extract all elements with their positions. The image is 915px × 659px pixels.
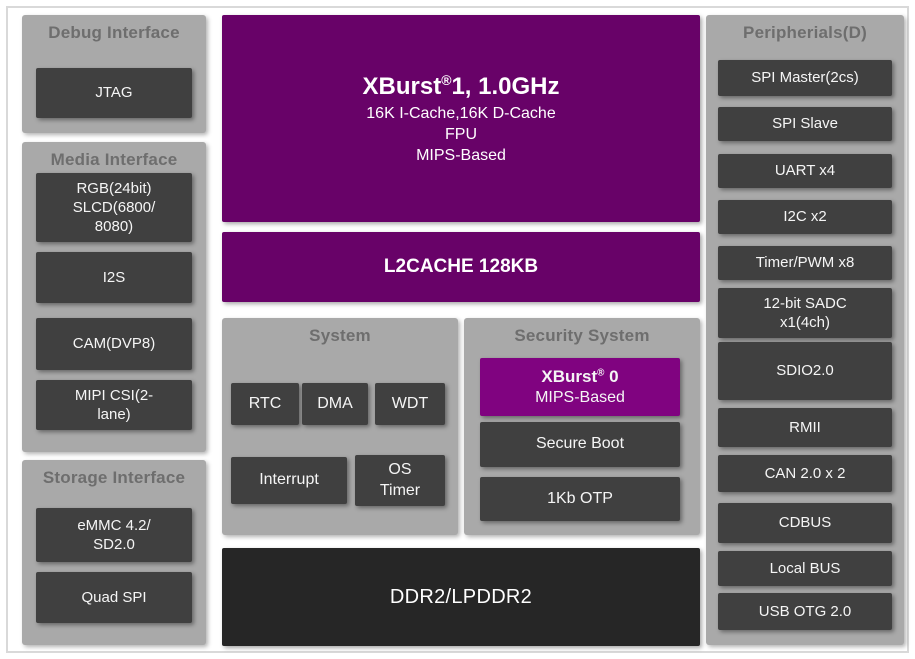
block-l2cache: L2CACHE 128KB: [222, 232, 700, 302]
panel-title: Media Interface: [50, 150, 178, 169]
block-spi-master: SPI Master(2cs): [718, 60, 892, 96]
panel-system: System RTC DMA WDT Interrupt OS Timer: [222, 318, 458, 535]
block-sadc: 12-bit SADC x1(4ch): [718, 288, 892, 338]
block-local-bus: Local BUS: [718, 551, 892, 586]
block-spi-slave: SPI Slave: [718, 107, 892, 141]
block-uart: UART x4: [718, 154, 892, 188]
block-quad-spi: Quad SPI: [36, 572, 192, 623]
block-ddr2-lpddr2: DDR2/LPDDR2: [222, 548, 700, 646]
cpu-cache-line: 16K I-Cache,16K D-Cache: [366, 105, 556, 123]
block-1kb-otp: 1Kb OTP: [480, 477, 680, 521]
panel-title: System: [309, 326, 371, 345]
panel-storage-interface: Storage Interface eMMC 4.2/ SD2.0 Quad S…: [22, 460, 206, 645]
block-sdio: SDIO2.0: [718, 342, 892, 400]
block-i2c: I2C x2: [718, 200, 892, 234]
block-secure-boot: Secure Boot: [480, 422, 680, 467]
block-rtc: RTC: [231, 383, 299, 425]
block-jtag: JTAG: [36, 68, 192, 118]
panel-media-interface: Media Interface RGB(24bit) SLCD(6800/ 80…: [22, 142, 206, 452]
security-cpu-title: XBurst® 0: [541, 366, 619, 386]
block-dma: DMA: [302, 383, 368, 425]
block-os-timer: OS Timer: [355, 455, 445, 506]
panel-security-system: Security System XBurst® 0 MIPS-Based Sec…: [464, 318, 700, 535]
panel-peripherals: Peripherials(D) SPI Master(2cs) SPI Slav…: [706, 15, 904, 645]
registered-mark: ®: [597, 367, 605, 379]
block-xburst1-cpu: XBurst®1, 1.0GHz 16K I-Cache,16K D-Cache…: [222, 15, 700, 222]
block-rgb-slcd: RGB(24bit) SLCD(6800/ 8080): [36, 173, 192, 242]
block-cdbus: CDBUS: [718, 503, 892, 543]
panel-title: Storage Interface: [42, 468, 186, 487]
block-can: CAN 2.0 x 2: [718, 455, 892, 492]
block-rmii: RMII: [718, 408, 892, 447]
block-xburst0-cpu: XBurst® 0 MIPS-Based: [480, 358, 680, 416]
block-usb-otg: USB OTG 2.0: [718, 593, 892, 630]
cpu-arch-line: MIPS-Based: [416, 147, 506, 165]
block-i2s: I2S: [36, 252, 192, 303]
block-cam-dvp8: CAM(DVP8): [36, 318, 192, 370]
panel-title: Security System: [514, 326, 650, 345]
cpu-fpu-line: FPU: [445, 126, 477, 144]
panel-title: Debug Interface: [48, 23, 180, 42]
panel-title: Peripherials(D): [743, 23, 867, 42]
block-wdt: WDT: [375, 383, 445, 425]
cpu-title: XBurst®1, 1.0GHz: [362, 71, 560, 100]
security-cpu-arch-line: MIPS-Based: [535, 388, 625, 406]
block-mipi-csi: MIPI CSI(2- lane): [36, 380, 192, 430]
block-interrupt: Interrupt: [231, 457, 347, 504]
panel-debug-interface: Debug Interface JTAG: [22, 15, 206, 133]
registered-mark: ®: [441, 71, 452, 88]
block-emmc-sd: eMMC 4.2/ SD2.0: [36, 508, 192, 562]
block-timer-pwm: Timer/PWM x8: [718, 246, 892, 280]
